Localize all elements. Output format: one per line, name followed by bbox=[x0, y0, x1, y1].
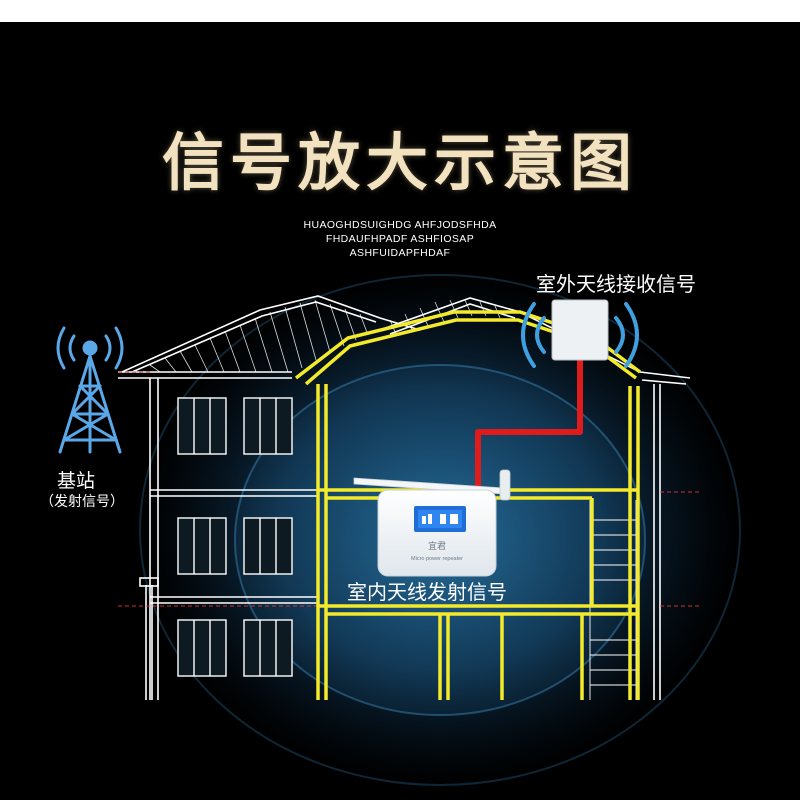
feeder-cable bbox=[475, 360, 583, 486]
outdoor-antenna-label: 室外天线接收信号 bbox=[536, 272, 696, 296]
subtitle-line: FHDAUFHPADF ASHFIOSAP bbox=[325, 233, 475, 245]
base-station-note: （发射信号） bbox=[40, 494, 124, 510]
base-station-label: 基站 bbox=[57, 470, 96, 492]
indoor-antenna-label: 室内天线发射信号 bbox=[347, 580, 507, 604]
cell-tower-icon bbox=[56, 326, 124, 454]
device-model-text: Micro power repeater bbox=[411, 556, 463, 562]
page-title: 信号放大示意图 bbox=[161, 126, 638, 199]
repeater-device-icon bbox=[353, 469, 511, 577]
device-brand: 宜君 bbox=[428, 540, 446, 552]
subtitle-line: HUAOGHDSUIGHDG AHFJODSFHDA bbox=[303, 219, 497, 231]
house-windows bbox=[177, 397, 293, 677]
subtitle-line: ASHFUIDAPFHDAF bbox=[349, 247, 451, 259]
panel-antenna-icon bbox=[521, 299, 639, 368]
guide-lines bbox=[118, 371, 700, 607]
subtitle: HUAOGHDSUIGHDG AHFJODSFHDA FHDAUFHPADF A… bbox=[0, 218, 800, 260]
device-screen-indicators bbox=[422, 514, 458, 524]
house-outline bbox=[118, 295, 691, 700]
